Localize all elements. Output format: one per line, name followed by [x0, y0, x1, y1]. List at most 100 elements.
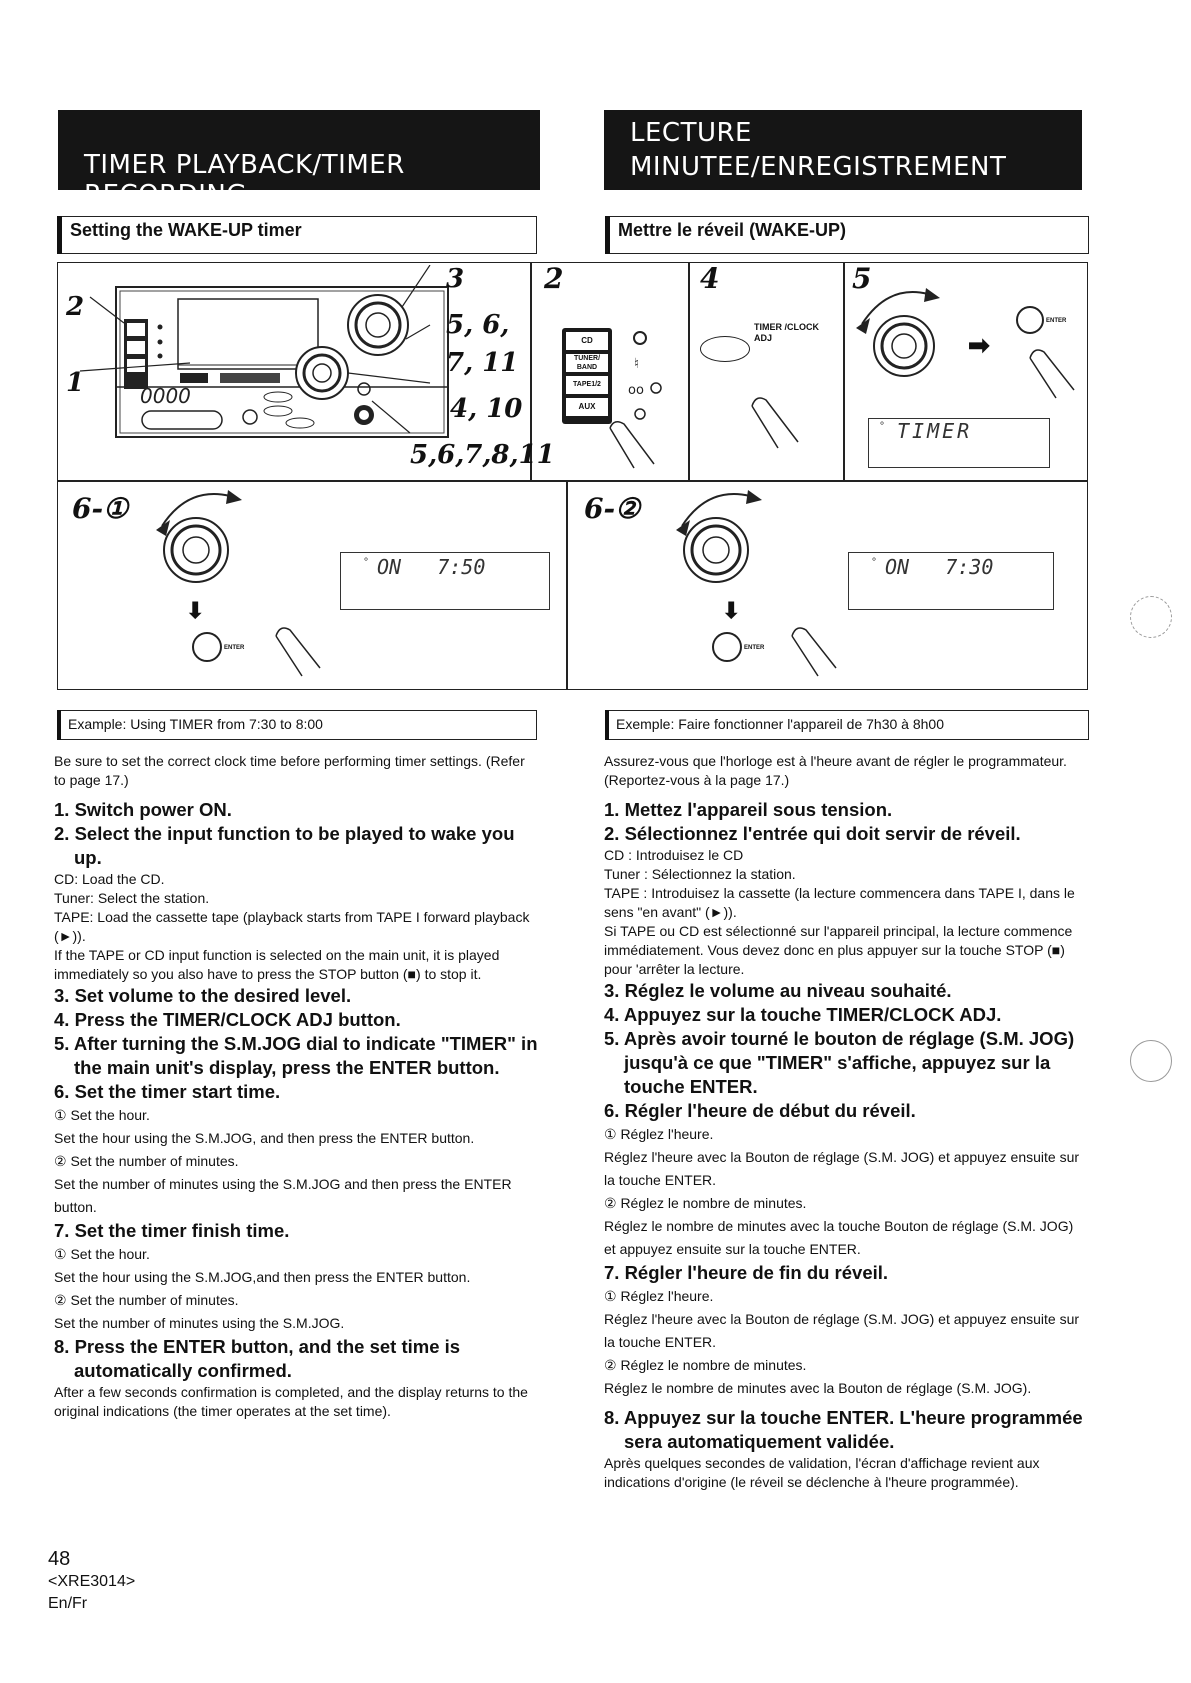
right-step-6: 6. Régler l'heure de début du réveil. — [604, 1100, 916, 1121]
left-step-6a: ① Set the hour. — [54, 1107, 150, 1123]
language-code: En/Fr — [48, 1595, 88, 1612]
aux-button-label: AUX — [578, 402, 596, 411]
right-step-6a: ① Réglez l'heure. — [604, 1126, 714, 1142]
left-step-5: 5. After turning the S.M.JOG dial to ind… — [54, 1033, 538, 1078]
sm-jog-dial-62[interactable] — [672, 484, 792, 594]
banner-left-title: TIMER PLAYBACK/TIMER RECORDING — [84, 150, 405, 210]
cd-button-label: CD — [581, 336, 593, 345]
left-step-6c: ② Set the number of minutes. — [54, 1153, 239, 1169]
right-step-7c: ② Réglez le nombre de minutes. — [604, 1357, 807, 1373]
banner-left: TIMER PLAYBACK/TIMER RECORDING — [58, 110, 540, 210]
svg-text:0000: 0000 — [140, 384, 191, 408]
left-step-7b: Set the hour using the S.M.JOG,and then … — [54, 1269, 471, 1285]
tuner-button[interactable]: TUNER/ BAND — [566, 354, 608, 372]
finger-icon — [1029, 349, 1075, 399]
figure-divider-v3 — [843, 262, 845, 481]
example-right-text: Exemple: Faire fonctionner l'appareil de… — [616, 716, 944, 732]
right-intro: Assurez-vous que l'horloge est à l'heure… — [604, 753, 1067, 788]
enter-label-62: ENTER — [744, 645, 765, 651]
enter-button[interactable] — [1016, 306, 1044, 334]
left-step-2: 2. Select the input function to be playe… — [54, 823, 515, 868]
tape-button-label: TAPE1/2 — [573, 381, 601, 388]
figure-divider-v1 — [530, 262, 532, 481]
fig-label-2: 2 — [66, 292, 85, 322]
left-step-6: 6. Set the timer start time. — [54, 1081, 281, 1102]
enter-label: ENTER — [1046, 318, 1067, 324]
banner-right: LECTURE MINUTEE/ENREGISTREMENT MINUTE — [604, 110, 1082, 216]
right-step-7b: Réglez l'heure avec la Bouton de réglage… — [604, 1311, 1080, 1350]
right-step-8: 8. Appuyez sur la touche ENTER. L'heure … — [604, 1407, 1083, 1452]
finger-icon — [791, 627, 837, 677]
display-timer: ° TIMER — [868, 418, 1050, 468]
right-step-2d: Si TAPE ou CD est sélectionné sur l'appa… — [604, 923, 1073, 977]
left-step-2d: If the TAPE or CD input function is sele… — [54, 947, 500, 982]
right-column: Assurez-vous que l'horloge est à l'heure… — [604, 752, 1088, 1492]
tape-button[interactable]: TAPE1/2 — [566, 376, 608, 394]
main-unit-illustration: 0000 — [79, 265, 449, 438]
section-heading-left-text: Setting the WAKE-UP timer — [70, 220, 302, 240]
panel4-label: 4 — [700, 262, 720, 295]
figure-divider-v2 — [688, 262, 690, 481]
banner-right-line1: LECTURE MINUTEE/ENREGISTREMENT — [630, 118, 1007, 182]
sm-jog-dial-61[interactable] — [152, 484, 272, 594]
left-step-8a: After a few seconds confirmation is comp… — [54, 1384, 528, 1419]
doc-code: <XRE3014> — [48, 1573, 136, 1590]
enter-button-61[interactable] — [192, 632, 222, 662]
right-step-3: 3. Réglez le volume au niveau souhaité. — [604, 980, 952, 1001]
enter-label-61: ENTER — [224, 645, 245, 651]
svg-text:oo: oo — [628, 383, 644, 398]
fig-label-5-6: 5, 6, — [446, 310, 510, 340]
figure-frame — [57, 262, 1088, 690]
section-heading-left: Setting the WAKE-UP timer — [57, 216, 537, 254]
panel2-indicator-icons: ♮ oo — [628, 331, 662, 420]
right-step-6b: Réglez l'heure avec la Bouton de réglage… — [604, 1149, 1080, 1188]
left-step-7c: ② Set the number of minutes. — [54, 1292, 239, 1308]
display-on-61-text: ON 7:50 — [377, 555, 486, 579]
arrow-down-icon: ⬇ — [722, 598, 741, 623]
cd-button[interactable]: CD — [566, 332, 608, 350]
footer: 48 <XRE3014> En/Fr — [48, 1547, 135, 1615]
figure-divider-v4 — [566, 480, 568, 690]
right-step-2b: Tuner : Sélectionnez la station. — [604, 866, 796, 882]
aux-button[interactable]: AUX — [566, 398, 608, 416]
panel62-label: 6-② — [584, 492, 641, 525]
right-step-5: 5. Après avoir tourné le bouton de régla… — [604, 1028, 1075, 1097]
arrow-down-icon: ⬇ — [186, 598, 205, 623]
display-on-62-text: ON 7:30 — [885, 555, 994, 579]
section-heading-right: Mettre le réveil (WAKE-UP) — [605, 216, 1089, 254]
left-step-8: 8. Press the ENTER button, and the set t… — [54, 1336, 461, 1381]
banner-right-line2: MINUTE — [630, 186, 734, 216]
display-on-62: ° ON 7:30 — [848, 552, 1054, 610]
binder-hole-icon — [1130, 596, 1172, 638]
arrow-right-icon: ➡ — [968, 330, 990, 360]
display-on-61: ° ON 7:50 — [340, 552, 550, 610]
example-box-right: Exemple: Faire fonctionner l'appareil de… — [605, 710, 1089, 740]
svg-text:♮: ♮ — [634, 356, 639, 372]
page-number: 48 — [48, 1548, 71, 1570]
enter-button-62[interactable] — [712, 632, 742, 662]
fig-label-1: 1 — [66, 368, 85, 398]
left-step-4: 4. Press the TIMER/CLOCK ADJ button. — [54, 1009, 401, 1030]
left-step-7a: ① Set the hour. — [54, 1246, 150, 1262]
finger-icon — [751, 397, 799, 449]
left-step-7: 7. Set the timer finish time. — [54, 1220, 290, 1241]
timer-clock-adj-button[interactable] — [700, 336, 750, 362]
binder-hole-icon — [1130, 1040, 1172, 1082]
right-step-2: 2. Sélectionnez l'entrée qui doit servir… — [604, 823, 1021, 844]
panel2-label: 2 — [544, 262, 564, 295]
left-step-6d: Set the number of minutes using the S.M.… — [54, 1176, 512, 1215]
figure-divider-h — [57, 480, 1088, 482]
right-step-6c: ② Réglez le nombre de minutes. — [604, 1195, 807, 1211]
left-step-7d: Set the number of minutes using the S.M.… — [54, 1315, 345, 1331]
right-step-6d: Réglez le nombre de minutes avec la touc… — [604, 1218, 1074, 1257]
right-step-7: 7. Régler l'heure de fin du réveil. — [604, 1262, 889, 1283]
left-step-3: 3. Set volume to the desired level. — [54, 985, 352, 1006]
left-step-2a: CD: Load the CD. — [54, 871, 165, 887]
fig-label-4-10: 4, 10 — [450, 394, 523, 424]
sm-jog-dial[interactable] — [848, 284, 978, 384]
left-step-2c: TAPE: Load the cassette tape (playback s… — [54, 909, 530, 944]
fig-label-7-11: 7, 11 — [446, 348, 519, 378]
finger-icon — [275, 627, 321, 677]
fig-label-5-11: 5,6,7,8,11 — [410, 440, 555, 470]
display-timer-text: TIMER — [897, 419, 973, 443]
